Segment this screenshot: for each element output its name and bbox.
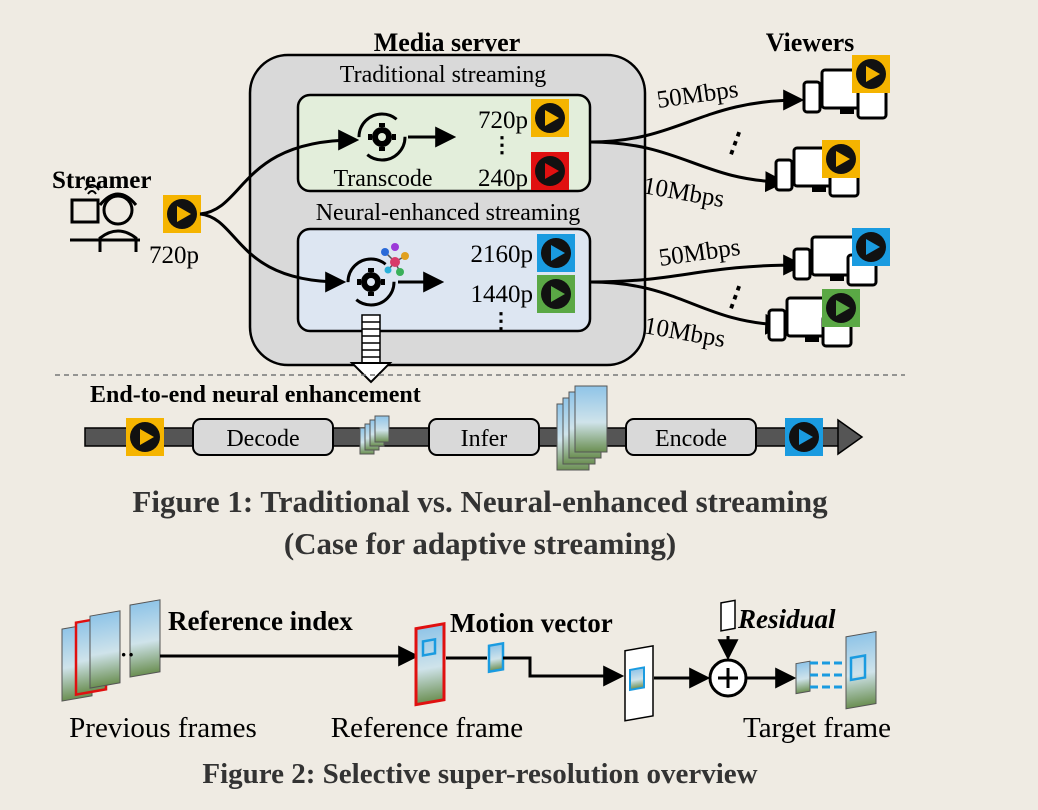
streamer-label: Streamer: [52, 167, 152, 194]
previous-frames-icon: [61, 599, 161, 702]
residual-label: Residual: [737, 604, 836, 634]
to-neural-arrow: [199, 212, 347, 293]
viewers-title: Viewers: [766, 28, 855, 57]
neural-ellipsis: ⋮: [490, 308, 512, 333]
motion-block-icon: [487, 641, 505, 674]
trad-viewer-ellipsis: ⋮: [717, 124, 754, 163]
trad-res-720p: 720p: [478, 107, 528, 134]
streamer-icon: [70, 184, 140, 252]
viewer-play-icon: [852, 55, 890, 93]
neural-network-icon: [381, 243, 409, 276]
motion-to-frame-arrow: [503, 656, 625, 687]
small-frames-icon: [359, 415, 390, 455]
e2e-down-arrow: [349, 314, 393, 384]
viewer-play-icon: [852, 228, 890, 266]
reference-frame-icon: [414, 621, 446, 707]
streamer-resolution: 720p: [149, 242, 199, 269]
figure1-caption-line1: Figure 1: Traditional vs. Neural-enhance…: [132, 484, 828, 519]
figure1-caption-line2: (Case for adaptive streaming): [284, 526, 676, 561]
figure2-caption: Figure 2: Selective super-resolution ove…: [202, 758, 757, 790]
plus-sum-icon: [708, 658, 748, 698]
neural-streaming-label: Neural-enhanced streaming: [316, 200, 581, 226]
decode-box: [192, 418, 334, 456]
neural-res-2160p: 2160p: [471, 241, 534, 268]
pipeline-input-play-icon: [126, 418, 164, 456]
infer-box: [428, 418, 540, 456]
reference-index-label: Reference index: [168, 606, 353, 636]
residual-icon: [720, 599, 736, 632]
trad-res-240p: 240p: [478, 165, 528, 192]
trad-low-link: [589, 140, 787, 193]
motion-vector-label: Motion vector: [450, 608, 613, 638]
neural-gear-icon: [346, 257, 396, 307]
reference-frame-label: Reference frame: [331, 712, 523, 744]
transcode-label: Transcode: [333, 166, 432, 192]
trad-ellipsis: ⋮: [491, 132, 513, 157]
neural-res-1440p: 1440p: [471, 281, 534, 308]
neural-bw-50: 50Mbps: [657, 234, 742, 272]
encode-box: [625, 418, 757, 456]
traditional-streaming-label: Traditional streaming: [340, 62, 546, 88]
neural-bw-10: 10Mbps: [642, 312, 727, 353]
encode-label: Encode: [655, 426, 727, 452]
previous-frames-label: Previous frames: [69, 712, 257, 744]
pipeline-output-play-icon: [785, 418, 823, 456]
trad-bw-10: 10Mbps: [641, 172, 726, 213]
media-server-title: Media server: [374, 28, 521, 57]
predicted-frame-icon: [624, 644, 654, 722]
e2e-title: End-to-end neural enhancement: [90, 382, 421, 408]
to-transcode-arrow: [199, 129, 360, 216]
play-240p-icon: [531, 152, 569, 190]
neural-high-link: [589, 254, 805, 284]
play-1440p-icon: [537, 275, 575, 313]
target-frame-label: Target frame: [743, 712, 891, 744]
neural-viewer-ellipsis: ⋮: [717, 278, 754, 317]
streamer-play-icon: [163, 195, 201, 233]
play-2160p-icon: [537, 234, 575, 272]
transcode-gear-icon: [357, 112, 407, 162]
trad-high-link: [589, 89, 805, 144]
infer-label: Infer: [461, 426, 508, 452]
viewer-play-icon: [822, 289, 860, 327]
viewer-play-icon: [822, 140, 860, 178]
neural-low-link: [589, 280, 787, 335]
frames-ellipsis: ··: [120, 642, 135, 667]
play-720p-icon: [531, 99, 569, 137]
decode-label: Decode: [226, 426, 299, 452]
large-frames-icon: [556, 385, 608, 471]
target-frame-icon: [795, 630, 877, 710]
